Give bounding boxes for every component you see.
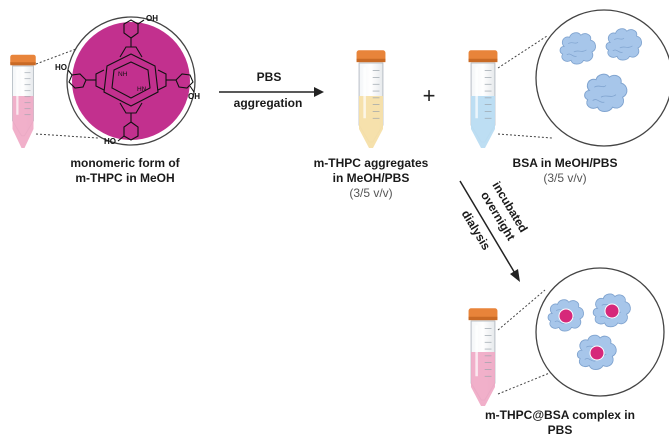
molecule-circle: OH HO OH HO NH HN <box>55 14 200 146</box>
bsa-protein-1 <box>559 32 596 65</box>
aggregates-label-ratio: (3/5 v/v) <box>349 186 393 200</box>
arrow-label-top: PBS <box>256 70 282 84</box>
drug-dot-2 <box>604 303 620 319</box>
zoom-line-bottom <box>35 133 99 139</box>
aggregates-label-line1: m-THPC aggregates <box>313 156 429 170</box>
complex-label-line2: PBS <box>547 423 573 437</box>
drug-dot-3 <box>589 345 605 361</box>
zoom-line-bsa-bottom <box>497 133 553 139</box>
tube-liquid-complex <box>471 352 495 406</box>
nh-label-top: NH <box>118 71 128 78</box>
zoom-line-complex-bottom <box>497 371 553 395</box>
arrow-label-bottom: aggregation <box>233 96 303 110</box>
arrow-aggregation <box>219 87 324 97</box>
tube-aggregates <box>355 49 387 148</box>
oh-label-top: OH <box>146 14 158 23</box>
tube-liquid-pink <box>12 96 34 148</box>
arrow-incubation <box>459 180 520 282</box>
nh-label-bottom: HN <box>137 86 147 93</box>
tube-monomeric <box>9 54 37 148</box>
bsa-label-line1: BSA in MeOH/PBS <box>512 156 618 170</box>
tube-bsa <box>467 49 499 148</box>
bsa-protein-2 <box>605 28 642 61</box>
tube-complex <box>467 307 499 406</box>
drug-dot-1 <box>558 308 574 324</box>
complex-circle <box>535 267 665 397</box>
aggregates-label-line2: in MeOH/PBS <box>332 171 410 185</box>
porphyrin-structure <box>67 19 195 142</box>
oh-label-bottom: HO <box>104 137 116 146</box>
bsa-label-ratio: (3/5 v/v) <box>543 171 587 185</box>
oh-label-left: HO <box>55 63 67 72</box>
plus-sign: + <box>423 83 436 108</box>
tube-liquid-yellow <box>359 96 383 148</box>
tube-liquid-blue <box>471 96 495 148</box>
complex-label-line1: m-THPC@BSA complex in <box>485 408 635 422</box>
bsa-circle <box>535 9 669 147</box>
bsa-protein-3 <box>584 73 628 113</box>
monomeric-label-line2: m-THPC in MeOH <box>75 171 175 185</box>
monomeric-label-line1: monomeric form of <box>70 156 180 170</box>
oh-label-right: OH <box>188 92 200 101</box>
zoom-line-bsa-top <box>497 35 548 69</box>
